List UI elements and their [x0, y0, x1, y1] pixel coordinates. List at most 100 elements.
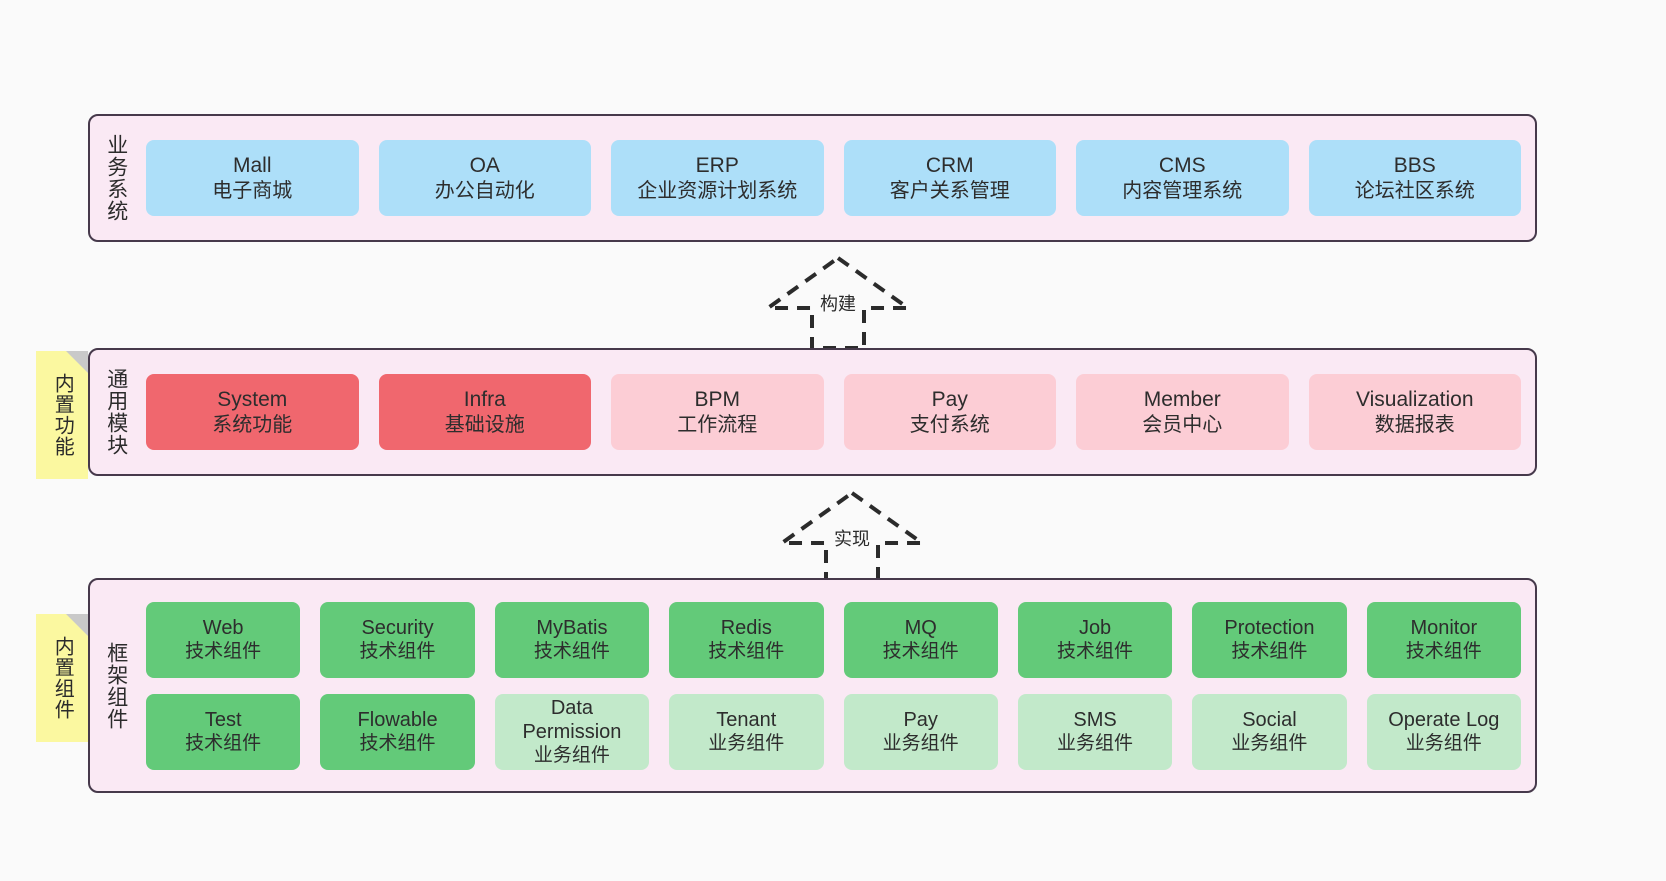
node-monitor-name: Monitor — [1410, 616, 1478, 639]
node-oa[interactable]: OA 办公自动化 — [378, 140, 591, 216]
node-crm-name: CRM — [925, 154, 974, 177]
node-pay-module[interactable]: Pay 支付系统 — [843, 374, 1056, 450]
row-business-components: Test 技术组件 Flowable 技术组件 Data Permission … — [146, 693, 1521, 770]
node-system-desc: 系统功能 — [212, 413, 293, 436]
layer-body-modules: System 系统功能 Infra 基础设施 BPM 工作流程 Pay 支付系统… — [142, 350, 1535, 474]
node-sms-name: SMS — [1073, 708, 1117, 731]
node-mybatis-desc: 技术组件 — [533, 641, 610, 663]
node-redis-name: Redis — [720, 616, 772, 639]
node-oa-desc: 办公自动化 — [434, 179, 535, 202]
node-infra[interactable]: Infra 基础设施 — [378, 374, 591, 450]
node-tenant-desc: 业务组件 — [708, 733, 785, 755]
node-mybatis[interactable]: MyBatis 技术组件 — [494, 601, 650, 678]
dashed-hollow-arrow-up-icon — [775, 490, 929, 585]
node-web[interactable]: Web 技术组件 — [146, 601, 301, 678]
node-security[interactable]: Security 技术组件 — [320, 601, 475, 678]
node-visualization-name: Visualization — [1355, 388, 1474, 411]
node-web-name: Web — [202, 616, 244, 639]
node-member[interactable]: Member 会员中心 — [1076, 374, 1289, 450]
node-data-permission-name: Data Permission — [522, 696, 622, 743]
note-builtin-components-label: 内置组件 — [51, 636, 74, 720]
node-social[interactable]: Social 业务组件 — [1192, 693, 1347, 770]
node-crm[interactable]: CRM 客户关系管理 — [843, 140, 1056, 216]
node-mq[interactable]: MQ 技术组件 — [843, 601, 998, 678]
node-oa-name: OA — [469, 154, 500, 177]
node-security-name: Security — [361, 616, 434, 639]
node-tenant-name: Tenant — [716, 708, 777, 731]
node-redis[interactable]: Redis 技术组件 — [669, 601, 824, 678]
node-pay-component-desc: 业务组件 — [882, 733, 959, 755]
layer-body-framework: Web 技术组件 Security 技术组件 MyBatis 技术组件 Redi… — [142, 580, 1535, 791]
layer-framework-components: 框架组件 Web 技术组件 Security 技术组件 MyBatis 技术组件… — [88, 578, 1537, 793]
dashed-hollow-arrow-up-icon — [761, 255, 915, 350]
connector-build: 构建 — [748, 252, 928, 352]
note-builtin-features: 内置功能 — [36, 351, 88, 479]
row-tech-components: Web 技术组件 Security 技术组件 MyBatis 技术组件 Redi… — [146, 601, 1521, 678]
node-monitor-desc: 技术组件 — [1405, 641, 1482, 663]
connector-build-label: 构建 — [817, 290, 859, 316]
node-operate-log[interactable]: Operate Log 业务组件 — [1366, 693, 1521, 770]
note-builtin-features-label: 内置功能 — [51, 373, 74, 457]
node-flowable[interactable]: Flowable 技术组件 — [320, 693, 475, 770]
node-data-permission[interactable]: Data Permission 业务组件 — [494, 693, 650, 770]
node-mybatis-name: MyBatis — [536, 616, 608, 639]
node-visualization-desc: 数据报表 — [1374, 413, 1455, 436]
node-bpm[interactable]: BPM 工作流程 — [611, 374, 824, 450]
node-pay-module-name: Pay — [931, 388, 968, 411]
node-erp-desc: 企业资源计划系统 — [637, 179, 798, 202]
node-job[interactable]: Job 技术组件 — [1017, 601, 1173, 678]
layer-title-framework: 框架组件 — [104, 641, 128, 730]
node-protection[interactable]: Protection 技术组件 — [1192, 601, 1347, 678]
layer-business-systems: 业务系统 Mall 电子商城 OA 办公自动化 ERP 企业资源计划系统 CRM… — [88, 114, 1537, 242]
row-business-systems: Mall 电子商城 OA 办公自动化 ERP 企业资源计划系统 CRM 客户关系… — [146, 140, 1521, 216]
node-data-permission-desc: 业务组件 — [533, 745, 610, 767]
node-mall-name: Mall — [232, 154, 272, 177]
node-mall[interactable]: Mall 电子商城 — [146, 140, 359, 216]
node-test[interactable]: Test 技术组件 — [146, 693, 301, 770]
node-protection-desc: 技术组件 — [1231, 641, 1308, 663]
node-web-desc: 技术组件 — [185, 641, 262, 663]
node-crm-desc: 客户关系管理 — [889, 179, 1010, 202]
node-tenant[interactable]: Tenant 业务组件 — [669, 693, 824, 770]
node-erp-name: ERP — [695, 154, 739, 177]
node-mq-desc: 技术组件 — [882, 641, 959, 663]
node-monitor[interactable]: Monitor 技术组件 — [1366, 601, 1521, 678]
node-mall-desc: 电子商城 — [212, 179, 293, 202]
node-social-name: Social — [1242, 708, 1297, 731]
node-bbs[interactable]: BBS 论坛社区系统 — [1308, 140, 1521, 216]
node-cms[interactable]: CMS 内容管理系统 — [1076, 140, 1289, 216]
node-redis-desc: 技术组件 — [708, 641, 785, 663]
node-member-desc: 会员中心 — [1142, 413, 1223, 436]
node-bbs-name: BBS — [1393, 154, 1436, 177]
node-pay-component[interactable]: Pay 业务组件 — [843, 693, 998, 770]
connector-implement: 实现 — [762, 487, 942, 587]
node-operate-log-name: Operate Log — [1388, 708, 1500, 731]
node-erp[interactable]: ERP 企业资源计划系统 — [611, 140, 824, 216]
node-security-desc: 技术组件 — [359, 641, 436, 663]
node-flowable-name: Flowable — [357, 708, 438, 731]
node-flowable-desc: 技术组件 — [359, 733, 436, 755]
layer-title-modules: 通用模块 — [104, 368, 128, 456]
node-test-desc: 技术组件 — [185, 733, 262, 755]
node-bpm-desc: 工作流程 — [677, 413, 758, 436]
node-protection-name: Protection — [1224, 616, 1315, 639]
node-member-name: Member — [1143, 388, 1221, 411]
node-infra-name: Infra — [463, 388, 506, 411]
node-test-name: Test — [204, 708, 242, 731]
node-pay-module-desc: 支付系统 — [909, 413, 990, 436]
node-infra-desc: 基础设施 — [444, 413, 525, 436]
node-mq-name: MQ — [904, 616, 937, 639]
layer-title-business: 业务系统 — [104, 134, 128, 222]
node-social-desc: 业务组件 — [1231, 733, 1308, 755]
node-bbs-desc: 论坛社区系统 — [1354, 179, 1475, 202]
layer-body-business: Mall 电子商城 OA 办公自动化 ERP 企业资源计划系统 CRM 客户关系… — [142, 116, 1535, 240]
node-cms-name: CMS — [1158, 154, 1206, 177]
node-pay-component-name: Pay — [903, 708, 938, 731]
layer-common-modules: 通用模块 System 系统功能 Infra 基础设施 BPM 工作流程 Pay… — [88, 348, 1537, 476]
node-system[interactable]: System 系统功能 — [146, 374, 359, 450]
node-sms[interactable]: SMS 业务组件 — [1017, 693, 1173, 770]
node-bpm-name: BPM — [694, 388, 740, 411]
node-visualization[interactable]: Visualization 数据报表 — [1308, 374, 1521, 450]
node-sms-desc: 业务组件 — [1057, 733, 1134, 755]
